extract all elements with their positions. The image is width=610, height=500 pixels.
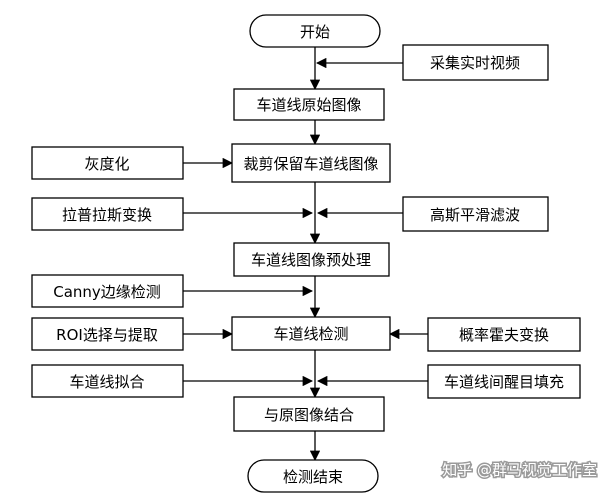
step-original-image-label: 车道线原始图像 bbox=[256, 96, 361, 114]
input-canny: Canny边缘检测 bbox=[31, 274, 184, 308]
input-laplace-label: 拉普拉斯变换 bbox=[62, 206, 152, 224]
input-gaussian-smooth: 高斯平滑滤波 bbox=[402, 196, 549, 232]
step-detect: 车道线检测 bbox=[231, 316, 391, 351]
input-roi-label: ROI选择与提取 bbox=[56, 326, 158, 344]
input-canny-label: Canny边缘检测 bbox=[53, 283, 161, 301]
end-label: 检测结束 bbox=[283, 468, 343, 486]
step-preprocess: 车道线图像预处理 bbox=[233, 242, 390, 277]
step-preprocess-label: 车道线图像预处理 bbox=[251, 251, 371, 269]
input-lane-gap-fill: 车道线间醒目填充 bbox=[427, 364, 581, 399]
input-grayscale: 灰度化 bbox=[31, 146, 184, 180]
input-grayscale-label: 灰度化 bbox=[84, 155, 129, 173]
input-capture-video: 采集实时视频 bbox=[402, 44, 549, 81]
input-lane-fit: 车道线拟合 bbox=[31, 364, 184, 398]
start-terminal: 开始 bbox=[249, 14, 381, 48]
input-gaussian-smooth-label: 高斯平滑滤波 bbox=[430, 206, 520, 224]
step-combine-label: 与原图像结合 bbox=[264, 406, 354, 424]
input-lane-fit-label: 车道线拟合 bbox=[69, 373, 144, 391]
start-label: 开始 bbox=[300, 23, 330, 41]
input-hough: 概率霍夫变换 bbox=[427, 317, 581, 352]
watermark-text: 知乎 @群马视觉工作室 bbox=[442, 461, 597, 479]
input-capture-video-label: 采集实时视频 bbox=[430, 54, 520, 72]
step-detect-label: 车道线检测 bbox=[273, 325, 348, 343]
step-original-image: 车道线原始图像 bbox=[233, 88, 385, 121]
input-laplace: 拉普拉斯变换 bbox=[31, 197, 184, 231]
input-hough-label: 概率霍夫变换 bbox=[459, 326, 549, 344]
step-crop-keep-label: 裁剪保留车道线图像 bbox=[243, 155, 378, 173]
step-crop-keep: 裁剪保留车道线图像 bbox=[231, 143, 391, 183]
input-roi: ROI选择与提取 bbox=[31, 317, 184, 351]
end-terminal: 检测结束 bbox=[247, 459, 379, 493]
step-combine: 与原图像结合 bbox=[233, 396, 385, 432]
input-lane-gap-fill-label: 车道线间醒目填充 bbox=[444, 373, 564, 391]
